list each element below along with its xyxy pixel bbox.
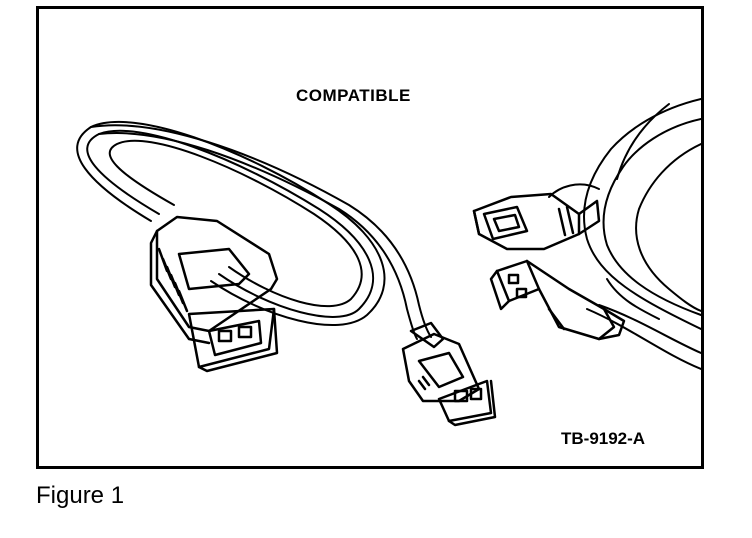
- small-usb-connector: [401, 321, 497, 427]
- usb-cable-illustration: [76, 98, 701, 427]
- large-usb-connector: [149, 215, 279, 373]
- figure-heading: COMPATIBLE: [296, 86, 411, 105]
- figure-reference-code: TB-9192-A: [561, 429, 646, 448]
- usb-male-connector: [489, 259, 626, 341]
- figure-frame: COMPATIBLE TB-9192-A: [36, 6, 704, 469]
- usb-female-connector: [472, 192, 601, 251]
- left-cable-coil: [76, 120, 432, 340]
- figure-caption: Figure 1: [36, 482, 125, 509]
- right-cable-coil: [548, 98, 701, 370]
